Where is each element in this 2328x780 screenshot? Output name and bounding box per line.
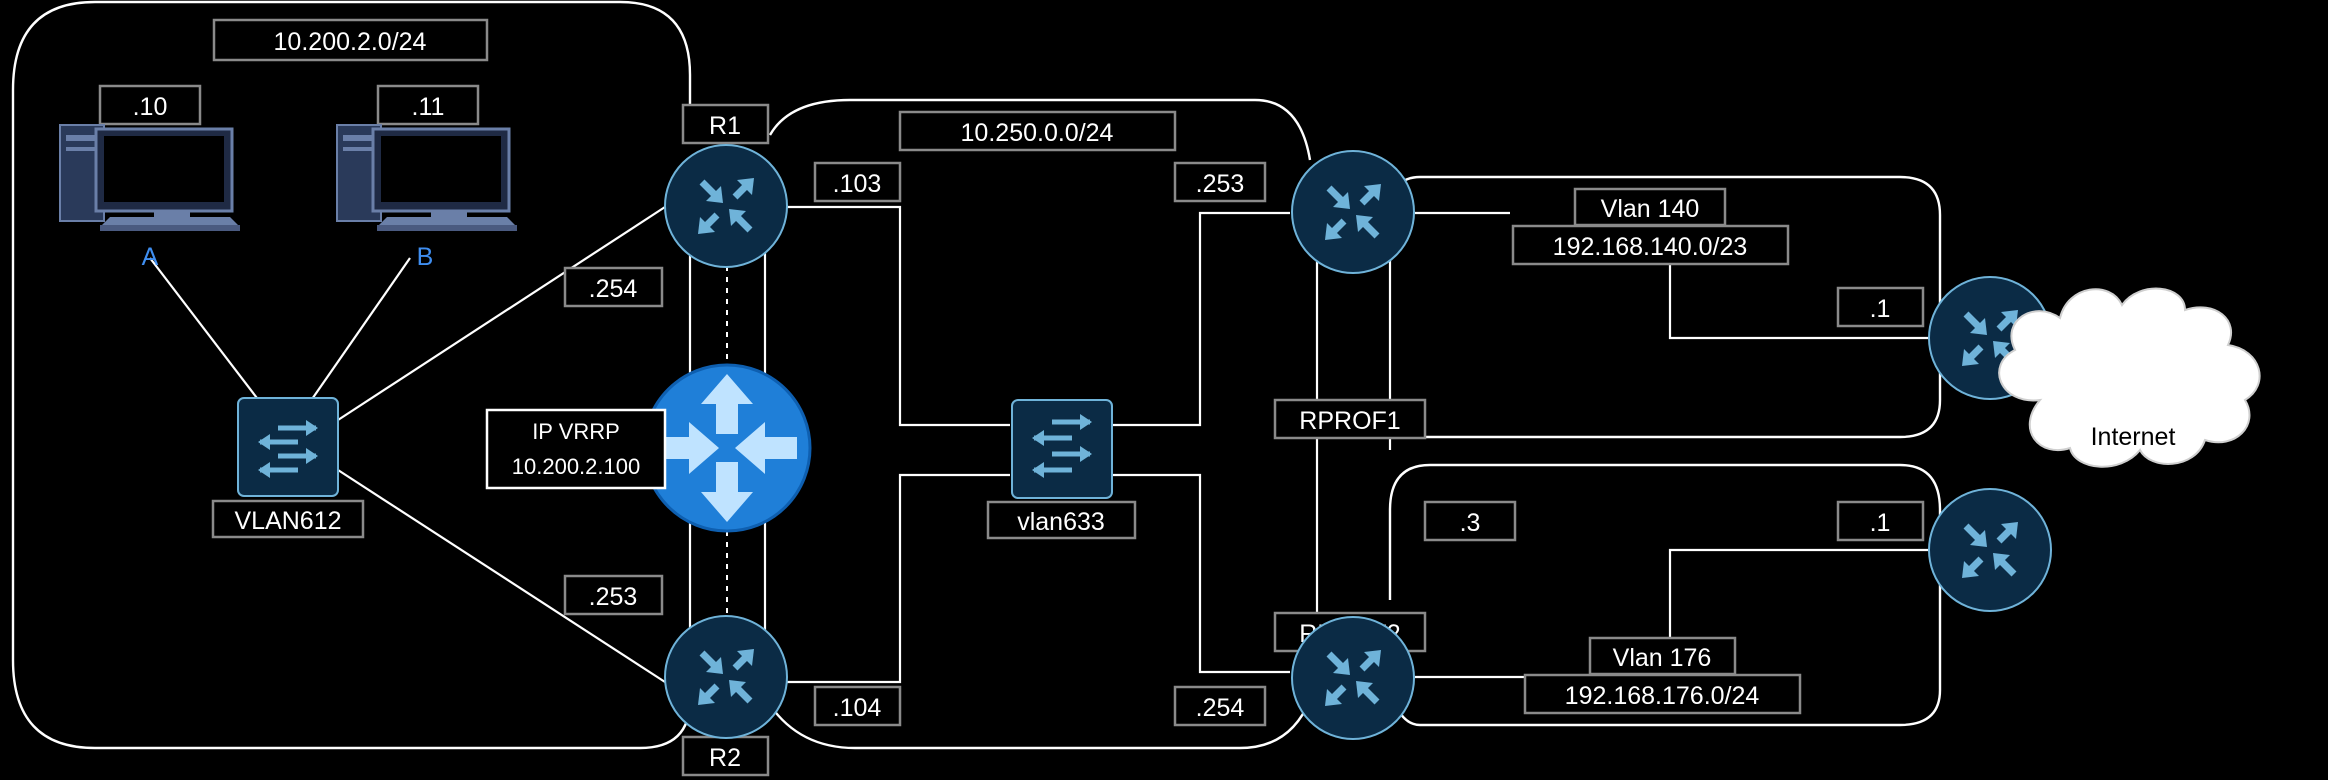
svg-text:Vlan 140: Vlan 140 xyxy=(1601,195,1700,223)
switch-vlan612-label: VLAN612 xyxy=(211,499,365,539)
router-r2[interactable] xyxy=(664,615,788,739)
subnet-label-lan: 10.200.2.0/24 xyxy=(212,18,489,62)
host-a-ip-label: .10 xyxy=(98,84,202,126)
vlan176-name-label: Vlan 176 xyxy=(1588,636,1737,676)
host-b[interactable]: B xyxy=(336,124,517,271)
router-r1[interactable] xyxy=(664,144,788,268)
svg-text:.1: .1 xyxy=(1870,509,1891,537)
computer-icon xyxy=(336,124,517,231)
router-rprof1[interactable] xyxy=(1291,150,1415,274)
svg-text:10.250.0.0/24: 10.250.0.0/24 xyxy=(961,119,1114,147)
switch-icon xyxy=(1011,399,1113,499)
svg-text:.11: .11 xyxy=(412,93,445,121)
vlan176-zone-outline xyxy=(1388,463,1942,727)
host-a[interactable]: A xyxy=(59,124,240,271)
svg-text:RPROF1: RPROF1 xyxy=(1299,407,1400,435)
vlan140-name-label: Vlan 140 xyxy=(1573,187,1727,227)
vlan140-subnet-label: 192.168.140.0/23 xyxy=(1511,224,1790,266)
edge2-ip-label: .1 xyxy=(1836,500,1925,542)
edge1-ip-label: .1 xyxy=(1836,286,1925,328)
svg-text:.1: .1 xyxy=(1870,295,1891,323)
router-icon xyxy=(664,615,788,739)
host-b-ip-label: .11 xyxy=(376,84,480,126)
lan-zone-outline xyxy=(11,0,692,750)
svg-text:.253: .253 xyxy=(589,583,638,611)
svg-text:10.200.2.0/24: 10.200.2.0/24 xyxy=(274,28,427,56)
cloud-icon xyxy=(1998,287,2261,468)
svg-text:192.168.140.0/23: 192.168.140.0/23 xyxy=(1553,233,1748,261)
rprof2-ip-label: .3 xyxy=(1423,500,1517,542)
router-rprof2[interactable] xyxy=(1291,616,1415,740)
host-b-name: B xyxy=(417,243,434,271)
switch-vlan633-label: vlan633 xyxy=(986,500,1137,540)
r1-name-label: R1 xyxy=(681,103,770,145)
computer-icon xyxy=(59,124,240,231)
r2-transit-ip-label: .104 xyxy=(813,685,902,727)
vrrp-router-icon xyxy=(642,363,812,533)
svg-text:.253: .253 xyxy=(1196,170,1245,198)
r1-transit-ip-label: .103 xyxy=(813,161,902,203)
svg-text:Vlan 176: Vlan 176 xyxy=(1613,644,1712,672)
svg-text:.104: .104 xyxy=(833,694,882,722)
svg-text:.254: .254 xyxy=(589,275,638,303)
rprof2-transit-ip-label: .254 xyxy=(1173,685,1267,727)
vrrp-title: IP VRRP xyxy=(532,419,620,444)
svg-text:192.168.176.0/24: 192.168.176.0/24 xyxy=(1565,682,1760,710)
switch-icon xyxy=(237,397,339,497)
svg-text:.10: .10 xyxy=(133,93,168,121)
svg-text:R2: R2 xyxy=(709,744,741,772)
svg-text:.103: .103 xyxy=(833,170,882,198)
subnet-label-transit: 10.250.0.0/24 xyxy=(898,110,1177,152)
svg-text:R1: R1 xyxy=(709,112,741,140)
host-a-name: A xyxy=(142,243,159,271)
svg-text:.254: .254 xyxy=(1196,694,1245,722)
svg-text:.3: .3 xyxy=(1460,509,1481,537)
router-icon xyxy=(664,144,788,268)
router-icon xyxy=(1928,488,2052,612)
r1-lan-ip-label: .254 xyxy=(563,266,664,308)
switch-vlan633[interactable] xyxy=(1011,399,1113,499)
rprof1-transit-ip-label: .253 xyxy=(1173,161,1267,203)
r2-lan-ip-label: .253 xyxy=(563,574,664,616)
vrrp-router[interactable] xyxy=(642,363,812,533)
internet-label: Internet xyxy=(2091,423,2176,451)
internet-cloud[interactable]: Internet xyxy=(1998,287,2261,468)
svg-text:vlan633: vlan633 xyxy=(1017,508,1105,536)
router-edge2[interactable] xyxy=(1928,488,2052,612)
vrrp-label: IP VRRP 10.200.2.100 xyxy=(485,408,667,490)
router-icon xyxy=(1291,616,1415,740)
vrrp-address: 10.200.2.100 xyxy=(512,454,640,479)
router-icon xyxy=(1291,150,1415,274)
switch-vlan612[interactable] xyxy=(237,397,339,497)
vlan176-subnet-label: 192.168.176.0/24 xyxy=(1523,673,1802,715)
svg-text:VLAN612: VLAN612 xyxy=(234,507,341,535)
rprof1-name-label: RPROF1 xyxy=(1273,398,1427,440)
r2-name-label: R2 xyxy=(681,735,770,777)
transit-zone-outline xyxy=(768,98,1312,750)
